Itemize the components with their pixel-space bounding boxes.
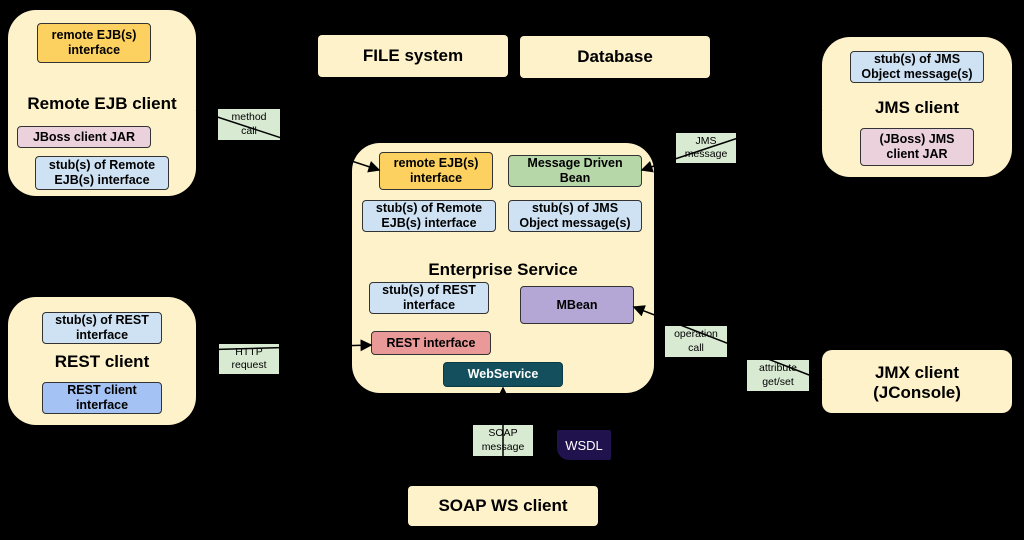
jms-client-title: JMS client — [874, 98, 960, 117]
database-box: Database — [520, 36, 710, 78]
jmx-client-title: JMX client (JConsole) — [873, 363, 961, 403]
webservice-box: WebService — [443, 362, 563, 387]
jms-client-jar-box: (JBoss) JMS client JAR — [860, 128, 974, 166]
http-request-arrow — [195, 339, 373, 352]
soap-ws-client-box: SOAP WS client — [408, 486, 598, 526]
es-rest-stubs-box: stub(s) of REST interface — [369, 282, 489, 314]
rest-client-interface-box: REST client interface — [42, 382, 162, 414]
operation-call-arrow — [632, 305, 823, 381]
enterprise-service-title: Enterprise Service — [428, 260, 578, 279]
rest-client-stubs-box: stub(s) of REST interface — [42, 312, 162, 344]
jmx-client-panel — [822, 350, 1012, 413]
rest-client-title: REST client — [54, 352, 150, 371]
message-driven-bean-box: Message Driven Bean — [508, 155, 642, 187]
jms-message-arrow — [640, 109, 823, 173]
rest-interface-box: REST interface — [371, 331, 491, 355]
remote-ejb-stubs-box: stub(s) of Remote EJB(s) interface — [35, 156, 169, 190]
method-call-arrow — [195, 109, 381, 173]
es-remote-ejb-interface-box: remote EJB(s) interface — [379, 152, 493, 190]
jboss-client-jar-box: JBoss client JAR — [17, 126, 151, 148]
wsdl-document-icon: WSDL — [557, 430, 611, 460]
remote-ejb-client-title: Remote EJB client — [27, 94, 177, 113]
jms-stubs-box: stub(s) of JMS Object message(s) — [850, 51, 984, 83]
mbean-box: MBean — [520, 286, 634, 324]
remote-ejb-interface-box: remote EJB(s) interface — [37, 23, 151, 63]
attribute-getset-label: attribute get/set — [747, 360, 809, 391]
es-jms-stubs-box: stub(s) of JMS Object message(s) — [508, 200, 642, 232]
es-remote-ejb-stubs-box: stub(s) of Remote EJB(s) interface — [362, 200, 496, 232]
file-system-box: FILE system — [318, 35, 508, 77]
